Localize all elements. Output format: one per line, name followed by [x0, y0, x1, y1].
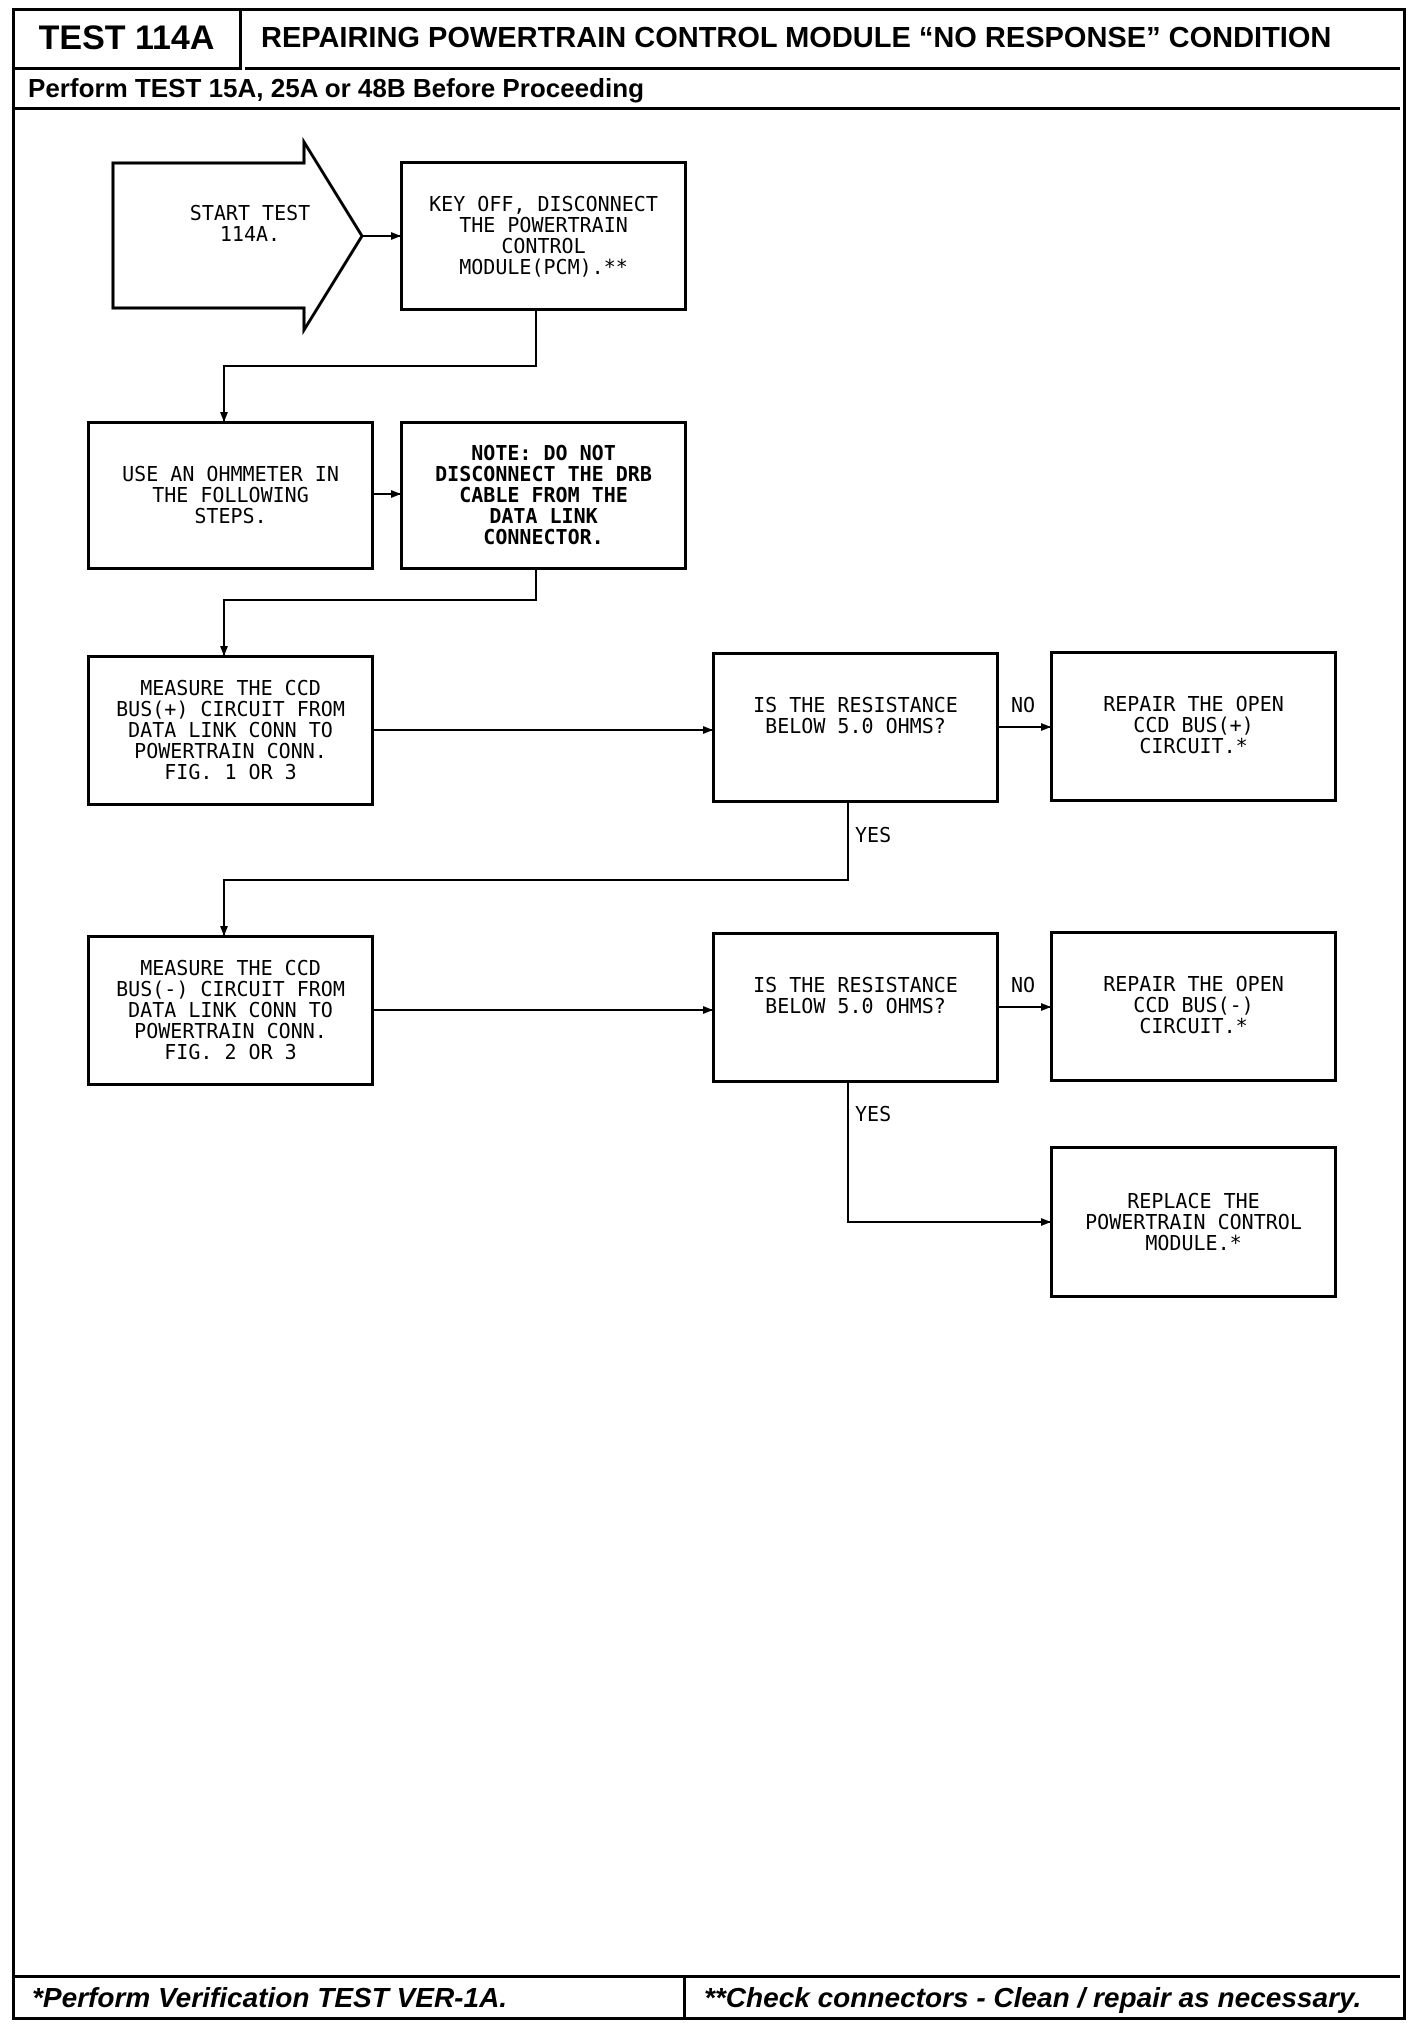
label-yes-bus-minus: YES — [855, 1102, 892, 1126]
label-no-bus-minus: NO — [1011, 973, 1036, 997]
question-resistance-bus-minus: IS THE RESISTANCE BELOW 5.0 OHMS? — [712, 932, 999, 1083]
connector-question-minus-yes — [847, 1081, 1051, 1226]
repair-open-bus-minus: REPAIR THE OPEN CCD BUS(-) CIRCUIT.* — [1050, 931, 1337, 1082]
footer: *Perform Verification TEST VER-1A. **Che… — [14, 1975, 1400, 2017]
footer-note-double-asterisk: **Check connectors - Clean / repair as n… — [704, 1981, 1362, 2013]
step-use-ohmmeter: USE AN OHMMETER IN THE FOLLOWING STEPS. — [87, 421, 374, 570]
connector-question-plus-yes — [220, 801, 849, 936]
page-title: REPAIRING POWERTRAIN CONTROL MODULE “NO … — [245, 10, 1400, 70]
step-measure-bus-plus: MEASURE THE CCD BUS(+) CIRCUIT FROM DATA… — [87, 655, 374, 806]
connector-disconnect-to-ohmmeter — [220, 311, 537, 422]
test-id: TEST 114A — [14, 10, 242, 70]
step-disconnect-pcm: KEY OFF, DISCONNECT THE POWERTRAIN CONTR… — [400, 161, 687, 311]
repair-open-bus-plus: REPAIR THE OPEN CCD BUS(+) CIRCUIT.* — [1050, 651, 1337, 802]
label-no-bus-plus: NO — [1011, 693, 1036, 717]
note-do-not-disconnect-drb: NOTE: DO NOT DISCONNECT THE DRB CABLE FR… — [400, 421, 687, 570]
start-test-label: START TEST 114A. — [189, 201, 311, 246]
replace-pcm: REPLACE THE POWERTRAIN CONTROL MODULE.* — [1050, 1146, 1337, 1298]
prerequisite-note: Perform TEST 15A, 25A or 48B Before Proc… — [14, 70, 1400, 110]
question-resistance-bus-plus: IS THE RESISTANCE BELOW 5.0 OHMS? — [712, 652, 999, 803]
footer-note-single-asterisk: *Perform Verification TEST VER-1A. — [14, 1978, 686, 2017]
start-arrow-shape — [111, 136, 364, 336]
step-measure-bus-minus: MEASURE THE CCD BUS(-) CIRCUIT FROM DATA… — [87, 935, 374, 1086]
connector-note-to-measure-plus — [220, 568, 537, 656]
page-frame — [12, 8, 1406, 2020]
label-yes-bus-plus: YES — [855, 823, 892, 847]
